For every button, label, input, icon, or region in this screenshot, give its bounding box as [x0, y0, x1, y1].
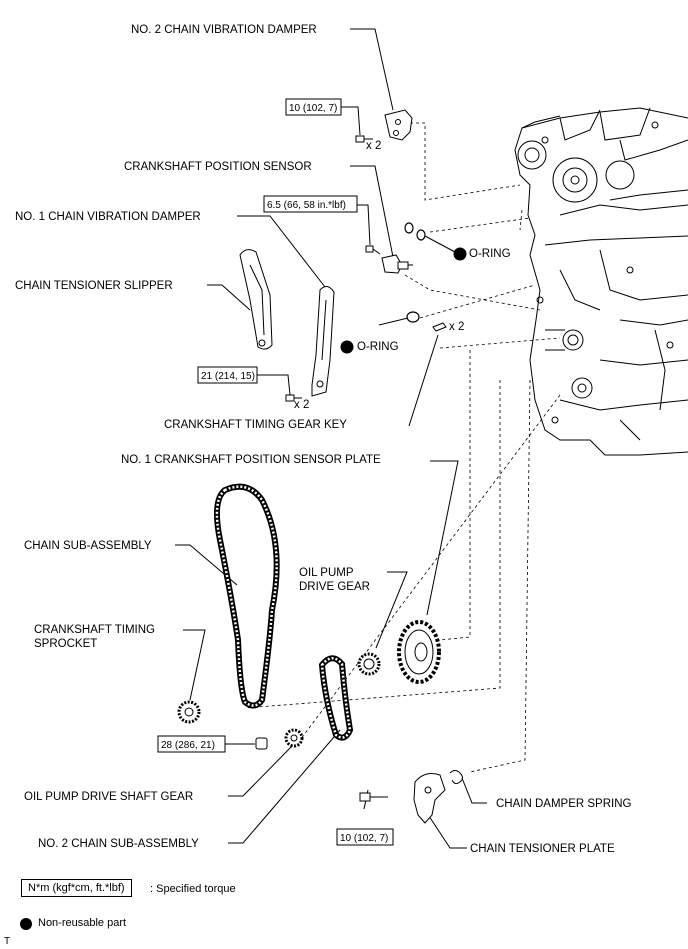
crankshaft-timing-sprocket-part — [177, 700, 201, 724]
legend-torque-unit: N*m (kgf*cm, ft.*lbf) — [28, 882, 125, 894]
corner-mark: T — [4, 936, 11, 947]
crankshaft-timing-gear-key-part — [432, 322, 447, 332]
chain-sub-assembly-part — [213, 483, 280, 709]
legend-non-reusable-dot — [20, 918, 32, 930]
crankshaft-position-sensor-part — [381, 254, 413, 274]
o-ring-parts — [404, 222, 426, 323]
quantity-no2-damper-bolts: x 2 — [366, 140, 381, 152]
torque-box-sprocket: 28 (286, 21) — [157, 735, 226, 753]
torque-value: 28 (286, 21) — [161, 740, 215, 751]
label-o-ring-2: O-RING — [357, 341, 399, 353]
label-oil-pump-drive-gear-line1: OIL PUMP — [299, 567, 354, 579]
torque-value: 21 (214, 15) — [201, 371, 255, 382]
no2-chain-sub-assembly-part — [318, 655, 354, 741]
torque-box-tensioner-plate: 10 (102, 7) — [336, 828, 394, 846]
label-no2-chain-sub-assembly: NO. 2 CHAIN SUB-ASSEMBLY — [38, 838, 199, 850]
no1-chain-vibration-damper-part — [311, 286, 335, 397]
quantity-no1-damper-bolts: x 2 — [294, 399, 309, 411]
non-reusable-mark-2 — [340, 340, 354, 354]
torque-box-no2-damper: 10 (102, 7) — [285, 98, 342, 116]
chain-damper-spring-part — [449, 770, 463, 785]
quantity-gear-key: x 2 — [449, 321, 464, 333]
label-no1-crankshaft-position-sensor-plate: NO. 1 CRANKSHAFT POSITION SENSOR PLATE — [121, 454, 381, 466]
oil-pump-drive-shaft-gear-part — [284, 728, 304, 748]
label-no2-chain-vibration-damper: NO. 2 CHAIN VIBRATION DAMPER — [131, 24, 317, 36]
engine-block — [514, 107, 688, 456]
leader-lines — [175, 28, 487, 849]
label-oil-pump-drive-gear-line2: DRIVE GEAR — [299, 581, 370, 593]
label-chain-tensioner-plate: CHAIN TENSIONER PLATE — [470, 843, 615, 855]
torque-value: 6.5 (66, 58 in.*lbf) — [267, 200, 346, 211]
alignment-dashed-lines — [244, 122, 561, 773]
label-crankshaft-position-sensor: CRANKSHAFT POSITION SENSOR — [124, 161, 312, 173]
label-crankshaft-timing-sprocket-line1: CRANKSHAFT TIMING — [34, 624, 155, 636]
chain-tensioner-slipper-part — [239, 249, 273, 350]
torque-box-sensor: 6.5 (66, 58 in.*lbf) — [263, 195, 358, 213]
label-o-ring-1: O-RING — [469, 248, 511, 260]
legend-torque-desc: : Specified torque — [150, 883, 236, 895]
torque-box-no1-damper: 21 (214, 15) — [197, 366, 258, 384]
no2-chain-vibration-damper-part — [384, 109, 413, 141]
sensor-bolt — [365, 245, 381, 255]
non-reusable-mark-1 — [453, 247, 467, 261]
no1-crankshaft-position-sensor-plate-part — [397, 620, 441, 684]
no1-damper-bolt — [285, 394, 302, 402]
tensioner-plate-bolt — [359, 792, 388, 802]
label-crankshaft-timing-gear-key: CRANKSHAFT TIMING GEAR KEY — [164, 419, 347, 431]
label-crankshaft-timing-sprocket-line2: SPROCKET — [34, 638, 97, 650]
chain-tensioner-plate-part — [413, 773, 446, 824]
label-chain-tensioner-slipper: CHAIN TENSIONER SLIPPER — [15, 280, 173, 292]
torque-value: 10 (102, 7) — [289, 103, 337, 114]
legend-non-reusable-desc: Non-reusable part — [38, 917, 127, 929]
label-chain-sub-assembly: CHAIN SUB-ASSEMBLY — [24, 540, 152, 552]
label-no1-chain-vibration-damper: NO. 1 CHAIN VIBRATION DAMPER — [15, 211, 201, 223]
sprocket-nut — [255, 737, 268, 750]
label-oil-pump-drive-shaft-gear: OIL PUMP DRIVE SHAFT GEAR — [24, 791, 193, 803]
torque-value: 10 (102, 7) — [340, 833, 388, 844]
no2-damper-bolt — [355, 135, 373, 143]
label-chain-damper-spring: CHAIN DAMPER SPRING — [496, 798, 632, 810]
oil-pump-drive-gear-part — [357, 652, 381, 676]
legend-torque-unit-box: N*m (kgf*cm, ft.*lbf) — [21, 879, 132, 897]
